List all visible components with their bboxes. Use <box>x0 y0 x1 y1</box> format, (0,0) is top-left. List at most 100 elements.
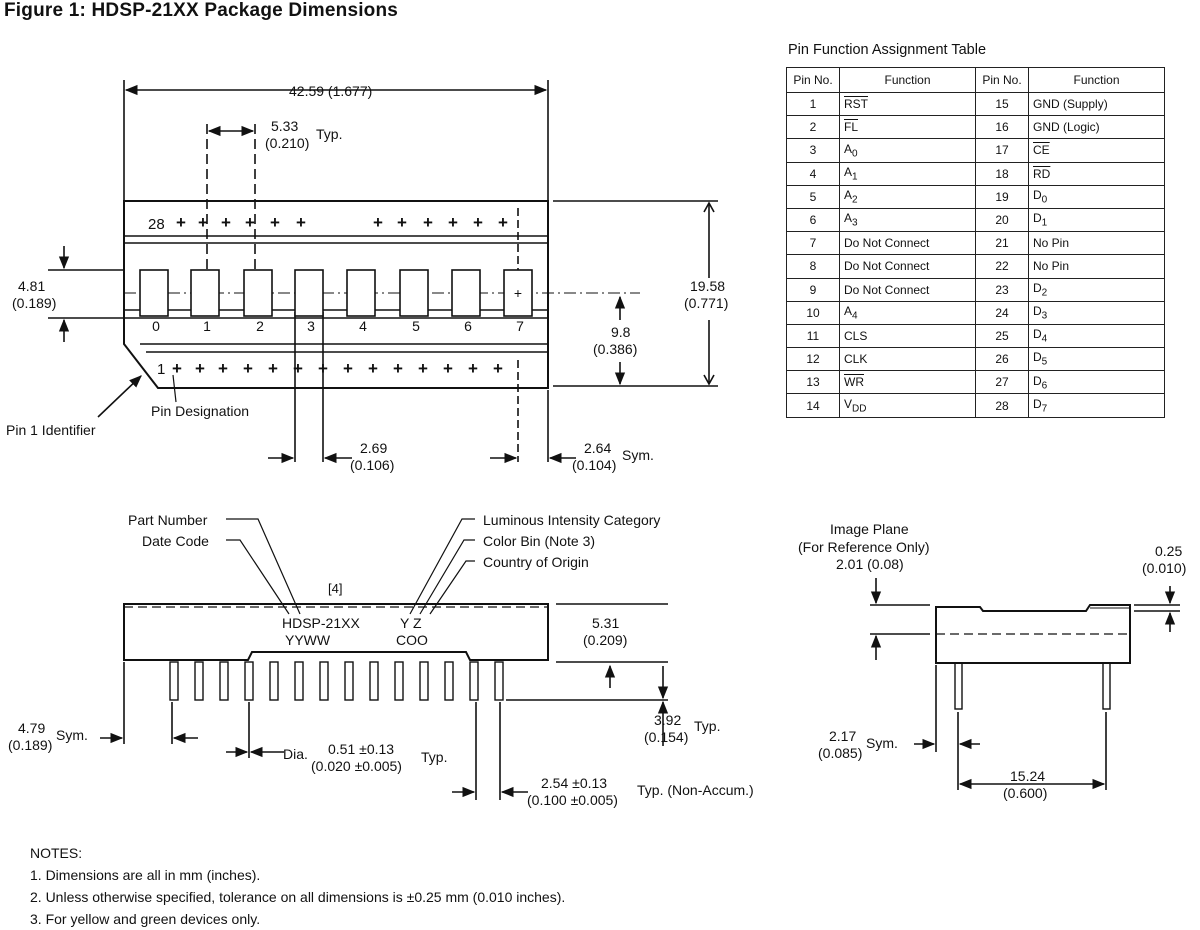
pin-designation-label: Pin Designation <box>151 403 249 419</box>
image-plane-dim: 2.01 (0.08) <box>836 556 904 572</box>
pin-marker: + <box>245 213 255 232</box>
pin-marker: + <box>473 213 483 232</box>
char-height-in: (0.189) <box>12 295 56 311</box>
pin-length-typ: Typ. <box>694 718 720 734</box>
pitch-tol-typ: Typ. (Non-Accum.) <box>637 782 754 798</box>
row-spacing-in: (0.600) <box>1003 785 1047 801</box>
pin-function: Do Not Connect <box>839 277 976 302</box>
digit-label: 7 <box>516 318 524 334</box>
pin-lead <box>369 661 379 701</box>
pin-marker: + <box>493 359 503 378</box>
side-offset-mm: 4.79 <box>18 720 45 736</box>
pin-number: 8 <box>786 254 840 279</box>
image-plane-ref: (For Reference Only) <box>798 539 929 555</box>
pin-number: 26 <box>975 347 1029 372</box>
body-height-in: (0.209) <box>583 632 627 648</box>
row-center-in: (0.386) <box>593 341 637 357</box>
figure-title: Figure 1: HDSP-21XX Package Dimensions <box>4 0 399 21</box>
end-offset-in: (0.104) <box>572 457 616 473</box>
pin-marker: + <box>218 359 228 378</box>
marking-coo: COO <box>396 632 428 648</box>
pin-function: D1 <box>1028 207 1165 233</box>
digit-label: 0 <box>152 318 160 334</box>
pin-number: 15 <box>975 91 1029 117</box>
dia-mm: 0.51 ±0.13 <box>328 741 394 757</box>
pin-function: CE <box>1028 138 1165 163</box>
pin-number: 10 <box>786 300 840 325</box>
note-ref: [4] <box>328 581 342 596</box>
pin-marker: + <box>268 359 278 378</box>
pin-marker: + <box>423 213 433 232</box>
pin-marker: + <box>498 213 508 232</box>
pin-function: A4 <box>839 300 976 325</box>
pin-lead <box>419 661 429 701</box>
pin-marker: + <box>368 359 378 378</box>
character-cell <box>346 269 376 317</box>
header-function-1: Function <box>839 67 976 93</box>
pin-function: Do Not Connect <box>839 231 976 256</box>
pin-marker: + <box>176 213 186 232</box>
luminous-label: Luminous Intensity Category <box>483 512 660 528</box>
pin-lead <box>344 661 354 701</box>
pin-number: 16 <box>975 115 1029 140</box>
pin-marker: + <box>293 359 303 378</box>
digit-label: 5 <box>412 318 420 334</box>
pin-number: 20 <box>975 207 1029 233</box>
note-2: 2. Unless otherwise specified, tolerance… <box>30 889 566 905</box>
pin-lead <box>394 661 404 701</box>
color-bin-label: Color Bin (Note 3) <box>483 533 595 549</box>
pin-number: 23 <box>975 277 1029 302</box>
dia-typ: Typ. <box>421 749 447 765</box>
pin-function: A1 <box>839 161 976 186</box>
pin-number: 17 <box>975 138 1029 163</box>
pin-function: No Pin <box>1028 254 1165 279</box>
pin-number: 18 <box>975 161 1029 186</box>
pin-marker: + <box>195 359 205 378</box>
pin-number: 13 <box>786 370 840 395</box>
side-offset-sym: Sym. <box>56 727 88 743</box>
row-spacing-mm: 15.24 <box>1010 768 1045 784</box>
pin-marker: + <box>393 359 403 378</box>
digit-label: 3 <box>307 318 315 334</box>
pitch-tol-in: (0.100 ±0.005) <box>527 792 618 808</box>
digit-label: 4 <box>359 318 367 334</box>
pin-offset-in: (0.085) <box>818 745 862 761</box>
pin-lead <box>269 661 279 701</box>
pin-lead <box>219 661 229 701</box>
pin-number: 1 <box>786 91 840 117</box>
pin-function: D2 <box>1028 277 1165 302</box>
pin-function: GND (Supply) <box>1028 91 1165 117</box>
pin1-identifier-label: Pin 1 Identifier <box>6 422 96 438</box>
character-cell <box>243 269 273 317</box>
pin-marker: + <box>270 213 280 232</box>
pin-lead <box>319 661 329 701</box>
pin-number: 4 <box>786 161 840 186</box>
pin-function: No Pin <box>1028 231 1165 256</box>
char-pitch-in: (0.106) <box>350 457 394 473</box>
pin-marker: + <box>296 213 306 232</box>
pin-function: CLS <box>839 323 976 349</box>
top-dim-mm: 0.25 <box>1155 543 1182 559</box>
char-height-mm: 4.81 <box>18 278 45 294</box>
height-mm: 19.58 <box>690 278 725 294</box>
pin-function: GND (Logic) <box>1028 115 1165 140</box>
pin-function: A3 <box>839 207 976 233</box>
pin-function: RST <box>839 91 976 117</box>
marking-date: YYWW <box>285 632 331 648</box>
pin-offset-sym: Sym. <box>866 735 898 751</box>
header-pin-no-1: Pin No. <box>786 67 840 93</box>
country-label: Country of Origin <box>483 554 589 570</box>
pin-marker: + <box>318 359 328 378</box>
dia-in: (0.020 ±0.005) <box>311 758 402 774</box>
pitch-mm-label: 5.33 <box>271 118 298 134</box>
character-cell <box>399 269 429 317</box>
pin-marker: + <box>221 213 231 232</box>
